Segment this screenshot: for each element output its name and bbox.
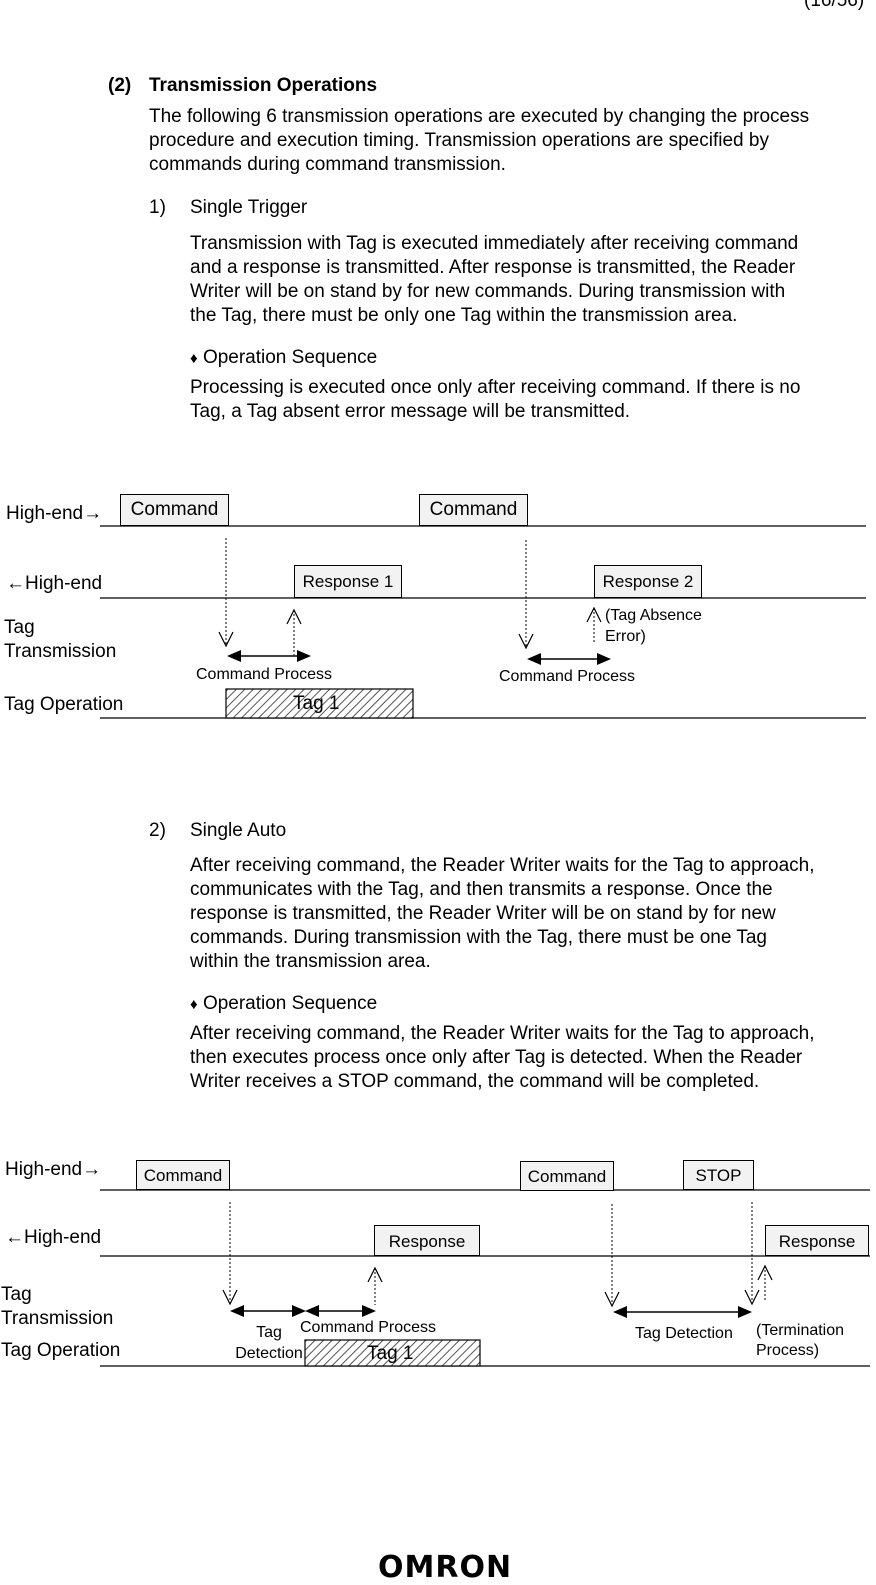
body-line: then executes process once only after Ta…: [190, 1047, 803, 1068]
body-line: commands. During transmission with the T…: [190, 927, 767, 948]
op1-seq-heading: ♦ Operation Sequence: [190, 346, 377, 371]
response-box: Response 2: [594, 565, 702, 598]
diamond-bullet-icon: ♦: [190, 350, 198, 367]
body-line: After receiving command, the Reader Writ…: [190, 1023, 815, 1044]
label-line: Process): [756, 1342, 820, 1359]
label-line: Tag: [4, 617, 35, 638]
body-line: the Tag, there must be only one Tag with…: [190, 305, 738, 326]
body-line: within the transmission area.: [190, 951, 431, 972]
op1-seq-body: Processing is executed once only after r…: [190, 376, 800, 424]
body-line: Transmission with Tag is executed immedi…: [190, 233, 799, 254]
response-box: Response: [374, 1225, 480, 1256]
section-number: (2): [108, 75, 132, 96]
intro-line: procedure and execution timing. Transmis…: [149, 130, 769, 151]
op1-body: Transmission with Tag is executed immedi…: [190, 232, 798, 328]
body-line: After receiving command, the Reader Writ…: [190, 855, 815, 876]
body-line: Tag, a Tag absent error message will be …: [190, 401, 631, 422]
op2-seq-body: After receiving command, the Reader Writ…: [190, 1022, 815, 1094]
op2-number: 2): [149, 820, 166, 841]
label-line: (Tag Absence: [605, 607, 702, 624]
row-label-tag-transmission: Tag Transmission: [4, 616, 116, 664]
section-intro: The following 6 transmission operations …: [149, 105, 809, 177]
tag-box-label: Tag 1: [367, 1343, 414, 1364]
intro-line: commands during command transmission.: [149, 154, 506, 175]
command-box: Command: [419, 494, 528, 526]
label-line: Transmission: [1, 1308, 114, 1329]
op2-title: Single Auto: [190, 820, 287, 841]
op2-seq-heading: ♦ Operation Sequence: [190, 992, 377, 1017]
body-line: and a response is transmitted. After res…: [190, 257, 796, 278]
op2-body: After receiving command, the Reader Writ…: [190, 854, 815, 974]
response-box: Response 1: [294, 565, 402, 598]
command-box: Command: [136, 1160, 230, 1190]
op2-seq-title: Operation Sequence: [202, 993, 378, 1014]
intro-line: The following 6 transmission operations …: [149, 106, 810, 127]
omron-logo: OMRON: [378, 1550, 513, 1585]
row-label-high-end-out: High-end→: [5, 1159, 102, 1180]
label-line: Transmission: [4, 641, 117, 662]
row-label-high-end-in: ←High-end: [5, 1227, 102, 1248]
section-title: Transmission Operations: [149, 75, 378, 96]
label-line: Tag: [1, 1284, 32, 1305]
op1-number: 1): [149, 197, 166, 218]
label-line: Tag: [256, 1324, 282, 1341]
tag-absence-error-label: (Tag Absence Error): [605, 605, 702, 647]
op1-title: Single Trigger: [190, 197, 308, 218]
command-process-label: Command Process: [499, 668, 636, 685]
row-label-high-end-out: High-end→: [6, 503, 103, 524]
label-line: Detection: [235, 1345, 303, 1362]
diamond-bullet-icon: ♦: [190, 996, 198, 1013]
body-line: response is transmitted, the Reader Writ…: [190, 903, 776, 924]
body-line: Writer receives a STOP command, the comm…: [190, 1071, 760, 1092]
label-line: Error): [605, 628, 646, 645]
page-number: (16/56): [804, 0, 865, 11]
command-box: Command: [120, 494, 229, 526]
row-label-tag-operation: Tag Operation: [4, 694, 124, 715]
row-label-tag-operation: Tag Operation: [1, 1340, 121, 1361]
tag-detection-label: Tag Detection: [234, 1322, 304, 1364]
stop-box: STOP: [683, 1160, 754, 1190]
termination-process-label: (Termination Process): [756, 1321, 844, 1361]
tag-detection-label: Tag Detection: [635, 1325, 733, 1342]
response-box: Response: [765, 1225, 869, 1256]
body-line: Writer will be on stand by for new comma…: [190, 281, 786, 302]
body-line: communicates with the Tag, and then tran…: [190, 879, 773, 900]
command-process-label: Command Process: [300, 1319, 437, 1336]
body-line: Processing is executed once only after r…: [190, 377, 801, 398]
label-line: (Termination: [756, 1322, 845, 1339]
row-label-tag-transmission: Tag Transmission: [1, 1283, 113, 1331]
tag-box-label: Tag 1: [293, 693, 340, 714]
row-label-high-end-in: ←High-end: [6, 573, 103, 594]
command-process-label: Command Process: [196, 666, 333, 683]
command-box: Command: [520, 1161, 614, 1191]
op1-seq-title: Operation Sequence: [202, 347, 378, 368]
